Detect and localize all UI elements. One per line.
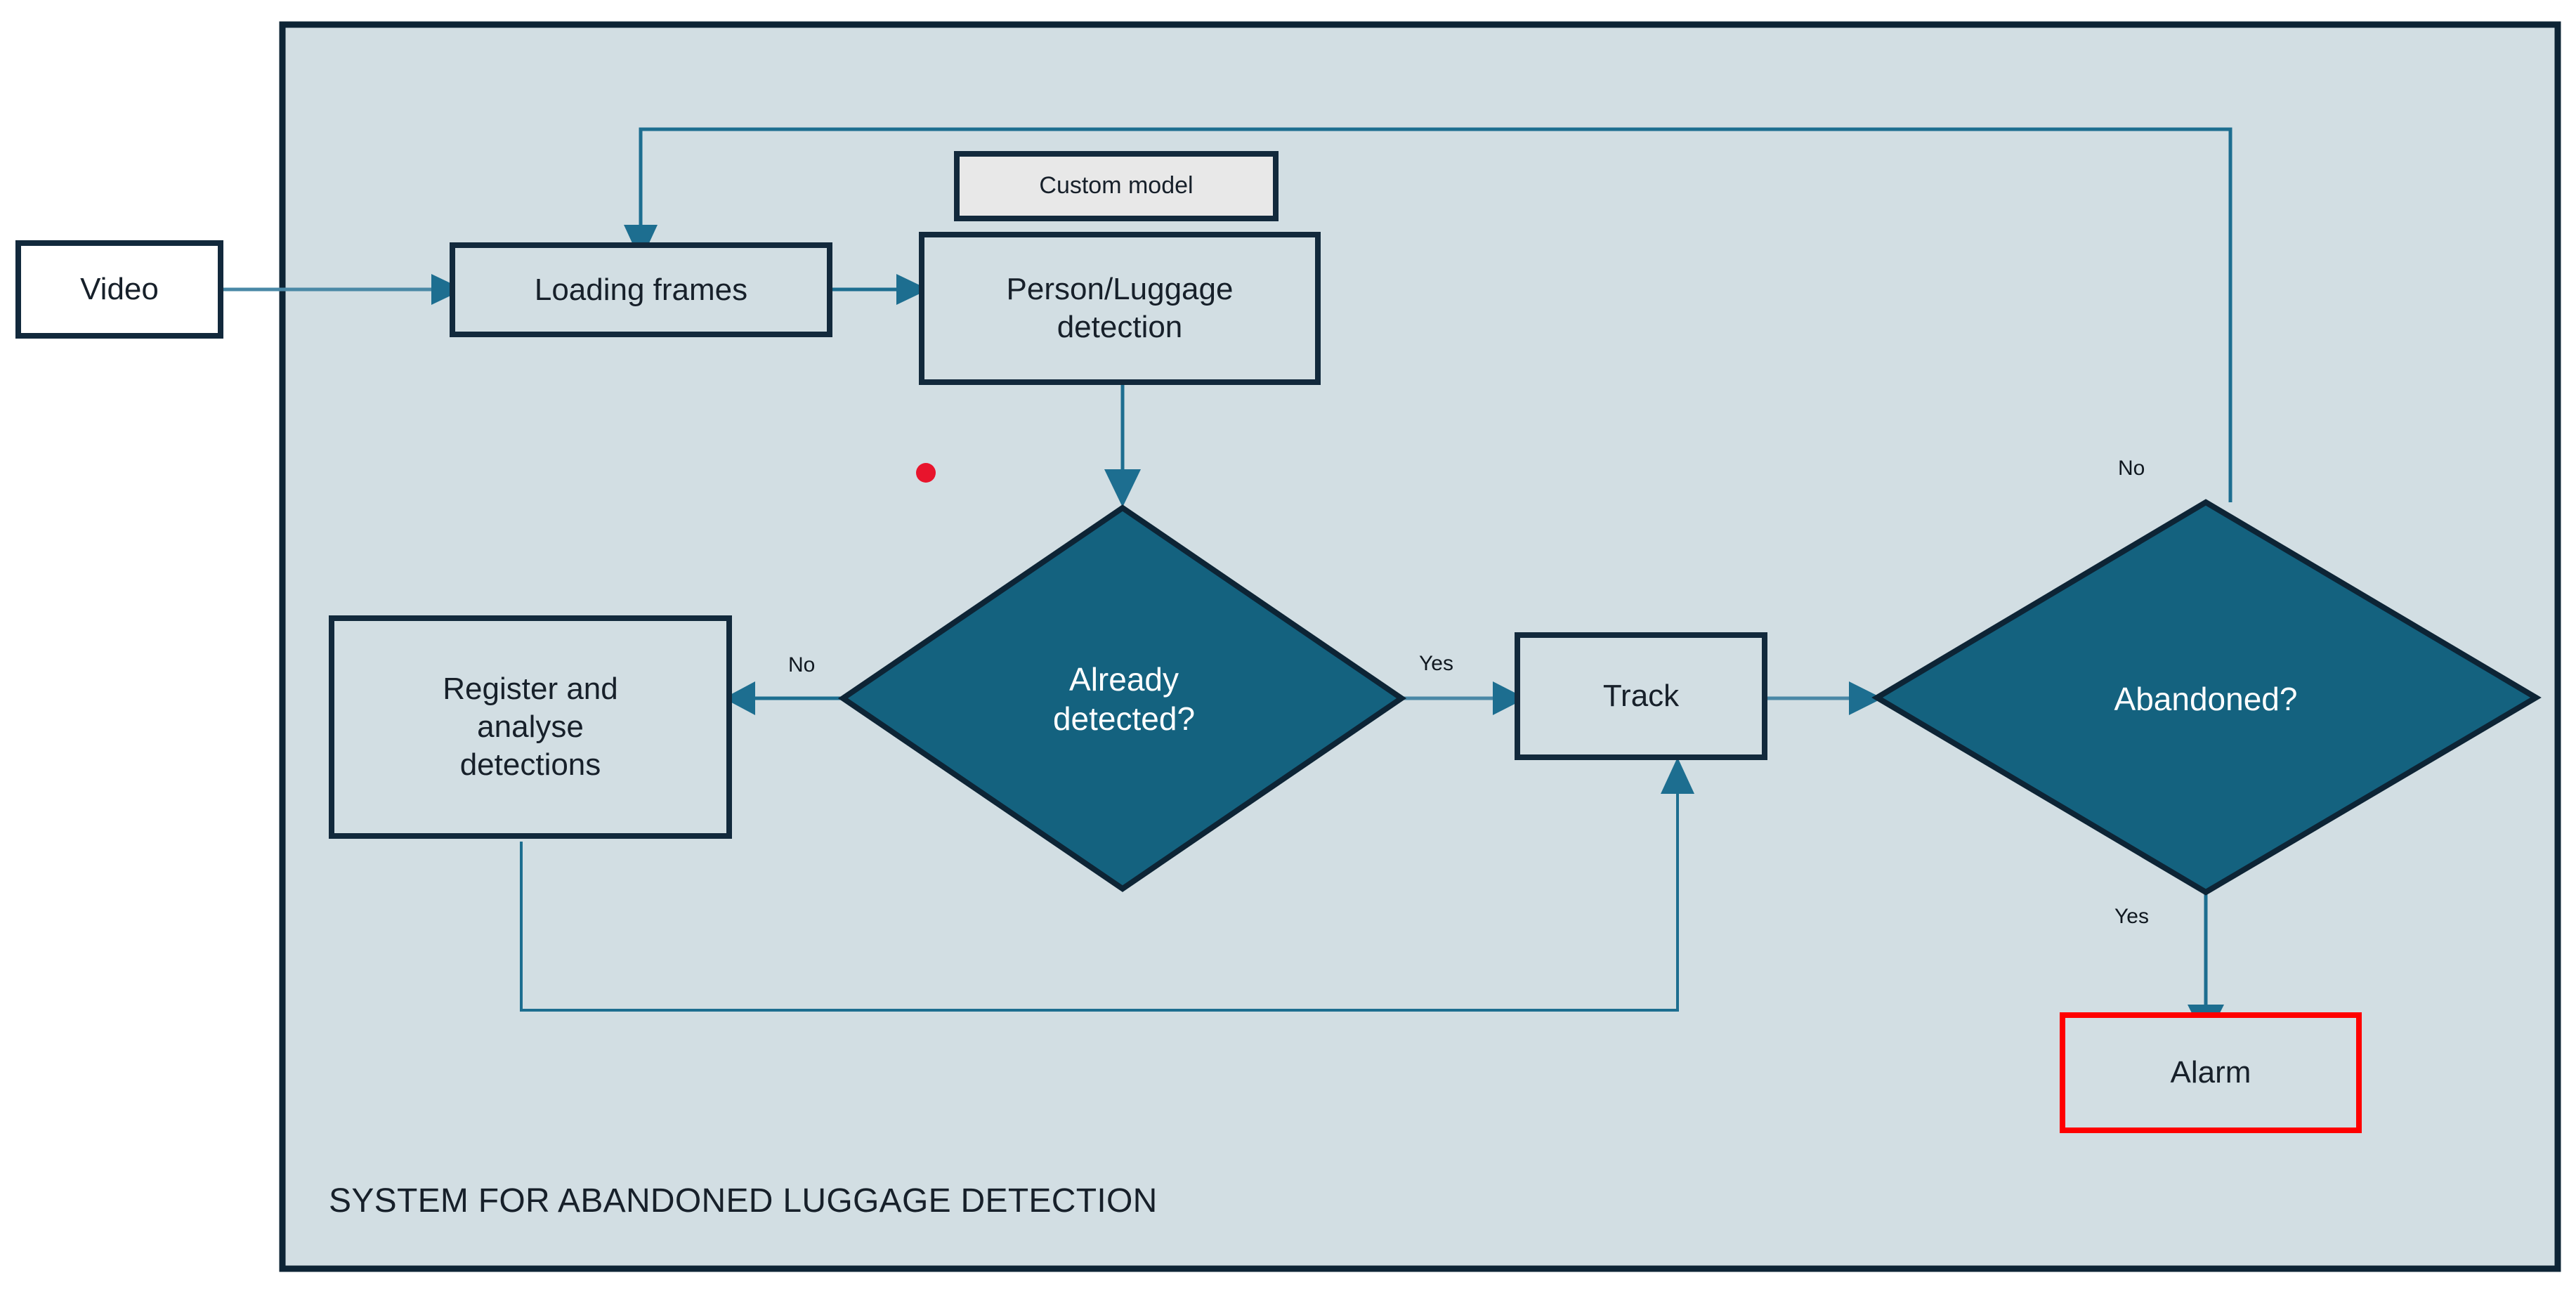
edge-label-abandoned-no: No	[2118, 457, 2145, 480]
node-register-label-line1: Register and	[443, 672, 618, 707]
edge-label-abandoned-yes: Yes	[2114, 905, 2149, 928]
node-register-label-line2: analyse	[477, 710, 584, 745]
decision-abandoned-shape	[1871, 499, 2542, 896]
node-video[interactable]: Video	[15, 240, 223, 339]
edge-already-detected-yes-to-track	[1401, 681, 1526, 715]
edge-loading-to-detection	[832, 274, 929, 305]
node-video-label: Video	[80, 272, 159, 307]
edge-already-detected-no-to-register	[724, 681, 843, 715]
edge-track-to-abandoned	[1765, 681, 1883, 715]
system-container-title: SYSTEM FOR ABANDONED LUGGAGE DETECTION	[329, 1182, 1158, 1220]
node-person-luggage-detection-label-line2: detection	[1057, 310, 1183, 344]
edge-label-already-detected-no: No	[788, 653, 816, 677]
node-track[interactable]: Track	[1515, 632, 1767, 760]
node-alarm-label: Alarm	[2170, 1055, 2251, 1090]
node-person-luggage-detection-label-line1: Person/Luggage	[1006, 272, 1234, 307]
node-loading-frames-label: Loading frames	[534, 272, 748, 307]
annotation-custom-model-label: Custom model	[1039, 172, 1194, 200]
annotation-custom-model[interactable]: Custom model	[954, 151, 1279, 221]
node-loading-frames[interactable]: Loading frames	[450, 242, 832, 337]
red-marker-dot	[916, 463, 936, 483]
edge-detection-to-already-detected	[1104, 385, 1141, 507]
edge-video-to-loading	[223, 274, 464, 305]
node-register-and-analyse-detections[interactable]: Register and analyse detections	[329, 615, 732, 839]
node-track-label: Track	[1602, 679, 1680, 714]
decision-already-detected-shape	[837, 504, 1407, 892]
edge-label-already-detected-yes: Yes	[1419, 652, 1453, 675]
edge-register-to-track	[520, 757, 1694, 1012]
node-alarm[interactable]: Alarm	[2060, 1012, 2362, 1133]
node-register-label-line3: detections	[459, 747, 601, 782]
node-person-luggage-detection[interactable]: Person/Luggage detection	[919, 232, 1321, 385]
